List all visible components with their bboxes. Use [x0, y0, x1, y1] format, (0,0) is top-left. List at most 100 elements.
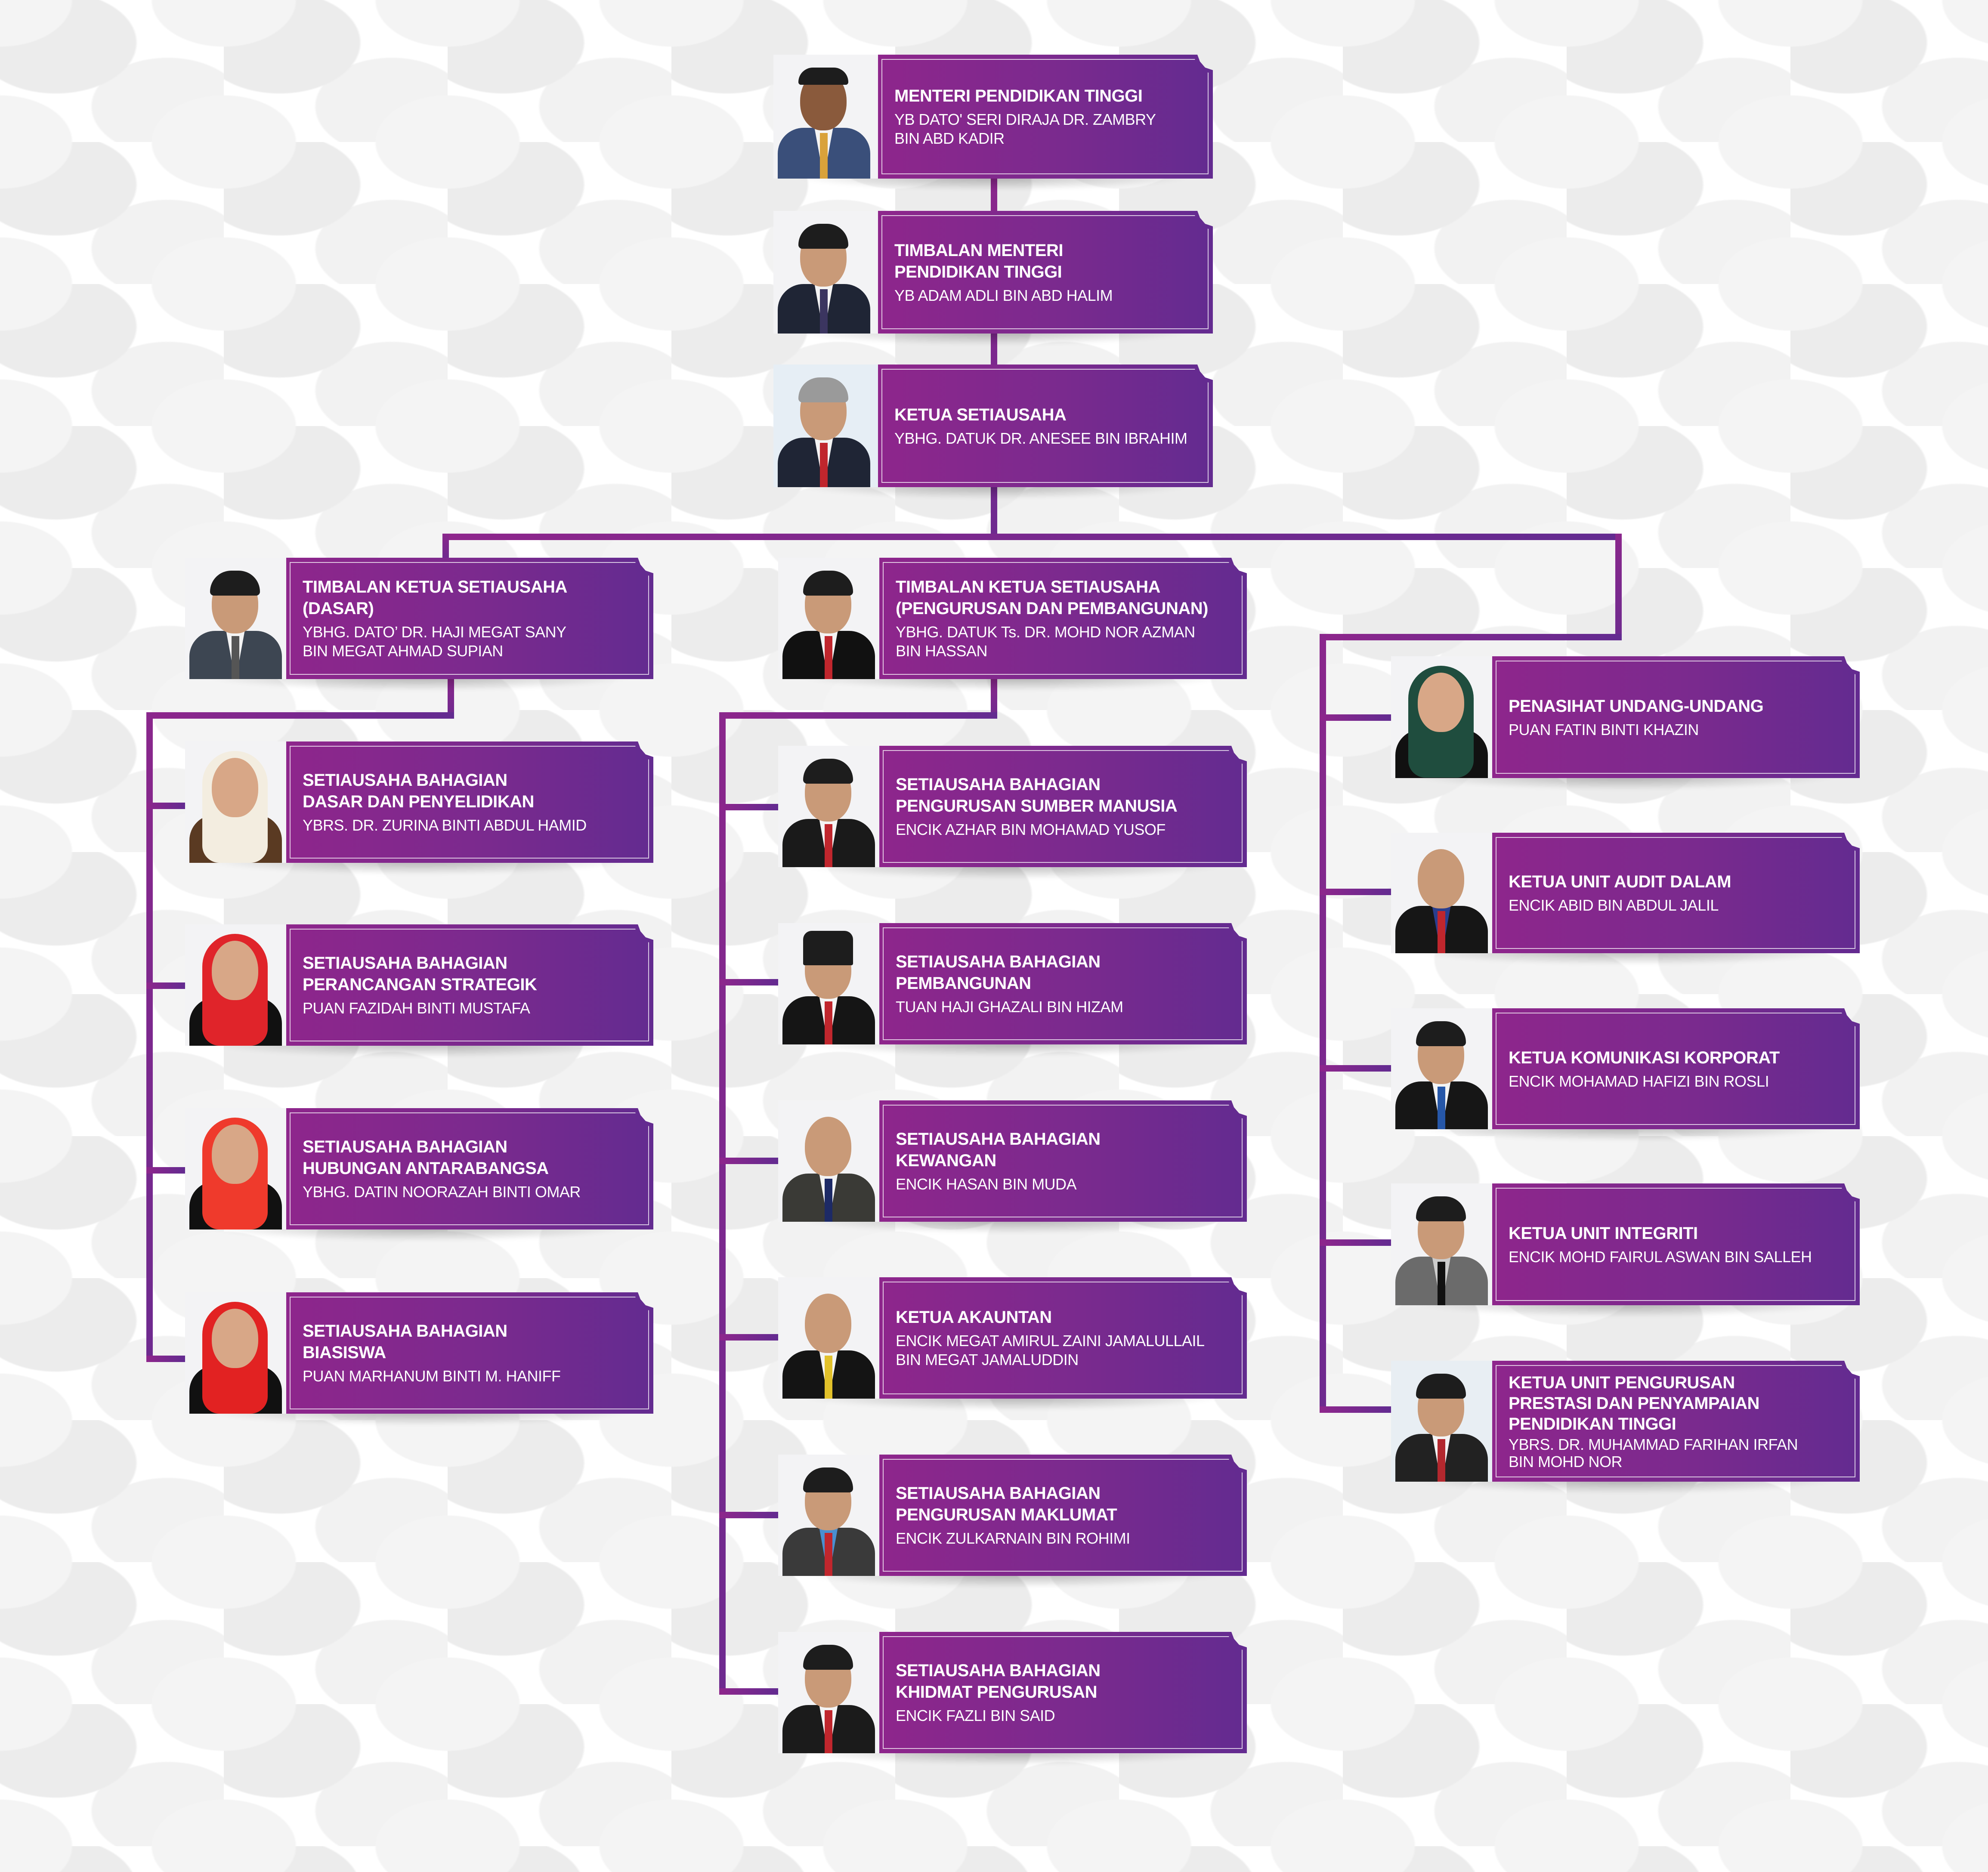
- position-title: KETUA KOMUNIKASI KORPORAT: [1509, 1048, 1780, 1067]
- org-card-middle-6[interactable]: SETIAUSAHA BAHAGIAN KHIDMAT PENGURUSAN E…: [778, 1632, 1247, 1765]
- person-name: ENCIK MEGAT AMIRUL ZAINI JAMALULLAIL BIN…: [896, 1332, 1205, 1368]
- org-card-middle-5[interactable]: SETIAUSAHA BAHAGIAN PENGURUSAN MAKLUMAT …: [778, 1455, 1247, 1588]
- person-name: ENCIK ZULKARNAIN BIN ROHIMI: [896, 1529, 1130, 1547]
- connector-to-right-branch: [1615, 534, 1622, 640]
- portrait-photo: [778, 1100, 879, 1222]
- connector-left-horizontal: [146, 712, 454, 719]
- org-card-box: SETIAUSAHA BAHAGIAN PENGURUSAN SUMBER MA…: [879, 746, 1247, 867]
- portrait-photo: [185, 741, 286, 863]
- portrait-photo: [185, 924, 286, 1046]
- org-card-box: SETIAUSAHA BAHAGIAN DASAR DAN PENYELIDIK…: [286, 741, 653, 863]
- org-card-deputy-minister[interactable]: TIMBALAN MENTERI PENDIDIKAN TINGGI YB AD…: [773, 211, 1213, 346]
- portrait-photo: [778, 558, 879, 679]
- position-title: KETUA UNIT AUDIT DALAM: [1509, 872, 1731, 891]
- connector-middle-stub-3: [719, 1158, 778, 1164]
- portrait-photo: [773, 55, 878, 179]
- org-card-middle-4[interactable]: KETUA AKAUNTAN ENCIK MEGAT AMIRUL ZAINI …: [778, 1277, 1247, 1411]
- connector-left-stub-4: [146, 1356, 185, 1362]
- org-card-box: SETIAUSAHA BAHAGIAN KHIDMAT PENGURUSAN E…: [879, 1632, 1247, 1753]
- portrait-photo: [778, 1455, 879, 1576]
- portrait-photo: [773, 365, 878, 487]
- connector-middle-stub-2: [719, 979, 778, 985]
- connector-right-stub-1: [1320, 714, 1391, 721]
- portrait-photo: [778, 1277, 879, 1399]
- person-name: YBHG. DATO’ DR. HAJI MEGAT SANY BIN MEGA…: [303, 623, 566, 660]
- connector-left-stub-1: [146, 803, 185, 809]
- person-name: ENCIK FAZLI BIN SAID: [896, 1707, 1055, 1724]
- org-card-right-3[interactable]: KETUA KOMUNIKASI KORPORAT ENCIK MOHAMAD …: [1391, 1008, 1860, 1141]
- person-name: ENCIK ABID BIN ABDUL JALIL: [1509, 896, 1719, 914]
- person-name: YBHG. DATIN NOORAZAH BINTI OMAR: [303, 1183, 581, 1201]
- portrait-photo: [778, 923, 879, 1044]
- org-card-right-2[interactable]: KETUA UNIT AUDIT DALAM ENCIK ABID BIN AB…: [1391, 833, 1860, 965]
- portrait-photo: [773, 211, 878, 334]
- connector-middle-trunk: [719, 712, 726, 1695]
- org-card-middle-3[interactable]: SETIAUSAHA BAHAGIAN KEWANGAN ENCIK HASAN…: [778, 1100, 1247, 1234]
- org-card-middle-2[interactable]: SETIAUSAHA BAHAGIAN PEMBANGUNAN TUAN HAJ…: [778, 923, 1247, 1056]
- org-card-secretary-general[interactable]: KETUA SETIAUSAHA YBHG. DATUK DR. ANESEE …: [773, 365, 1213, 499]
- connector-right-trunk: [1320, 634, 1326, 1413]
- connector-to-left-head: [442, 534, 449, 559]
- org-card-box: TIMBALAN KETUA SETIAUSAHA (DASAR) YBHG. …: [286, 558, 653, 679]
- org-card-right-1[interactable]: PENASIHAT UNDANG-UNDANG PUAN FATIN BINTI…: [1391, 656, 1860, 790]
- position-title: SETIAUSAHA BAHAGIAN PERANCANGAN STRATEGI…: [303, 954, 537, 994]
- position-title: TIMBALAN MENTERI PENDIDIKAN TINGGI: [894, 241, 1063, 281]
- org-card-left-3[interactable]: SETIAUSAHA BAHAGIAN HUBUNGAN ANTARABANGS…: [185, 1108, 653, 1242]
- org-card-box: KETUA KOMUNIKASI KORPORAT ENCIK MOHAMAD …: [1492, 1008, 1860, 1129]
- person-name: YBRS. DR. ZURINA BINTI ABDUL HAMID: [303, 816, 587, 834]
- org-card-tksu-pengurusan[interactable]: TIMBALAN KETUA SETIAUSAHA (PENGURUSAN DA…: [778, 558, 1247, 691]
- position-title: SETIAUSAHA BAHAGIAN HUBUNGAN ANTARABANGS…: [303, 1137, 549, 1178]
- portrait-photo: [185, 558, 286, 679]
- org-card-box: KETUA SETIAUSAHA YBHG. DATUK DR. ANESEE …: [878, 365, 1213, 487]
- person-name: PUAN FAZIDAH BINTI MUSTAFA: [303, 999, 530, 1017]
- connector-middle-stub-4: [719, 1334, 778, 1341]
- portrait-photo: [1391, 1361, 1492, 1482]
- connector-left-stub-2: [146, 982, 185, 989]
- person-name: ENCIK HASAN BIN MUDA: [896, 1175, 1077, 1193]
- org-card-box: SETIAUSAHA BAHAGIAN PERANCANGAN STRATEGI…: [286, 924, 653, 1046]
- position-title: SETIAUSAHA BAHAGIAN BIASISWA: [303, 1322, 507, 1362]
- org-card-box: KETUA UNIT AUDIT DALAM ENCIK ABID BIN AB…: [1492, 833, 1860, 953]
- person-name: PUAN MARHANUM BINTI M. HANIFF: [303, 1367, 561, 1385]
- person-name: TUAN HAJI GHAZALI BIN HIZAM: [896, 998, 1123, 1016]
- org-card-box: SETIAUSAHA BAHAGIAN PENGURUSAN MAKLUMAT …: [879, 1455, 1247, 1576]
- org-card-box: SETIAUSAHA BAHAGIAN KEWANGAN ENCIK HASAN…: [879, 1100, 1247, 1222]
- connector-middle-stub-1: [719, 804, 778, 810]
- connector-right-stub-5: [1320, 1406, 1391, 1413]
- org-card-box: MENTERI PENDIDIKAN TINGGI YB DATO' SERI …: [878, 55, 1213, 179]
- org-card-box: TIMBALAN KETUA SETIAUSAHA (PENGURUSAN DA…: [879, 558, 1247, 679]
- portrait-photo: [1391, 833, 1492, 953]
- person-name: ENCIK MOHD FAIRUL ASWAN BIN SALLEH: [1509, 1248, 1812, 1266]
- org-card-left-1[interactable]: SETIAUSAHA BAHAGIAN DASAR DAN PENYELIDIK…: [185, 741, 653, 875]
- position-title: SETIAUSAHA BAHAGIAN DASAR DAN PENYELIDIK…: [303, 771, 534, 811]
- org-card-right-5[interactable]: KETUA UNIT PENGURUSAN PRESTASI DAN PENYA…: [1391, 1361, 1860, 1494]
- position-title: KETUA SETIAUSAHA: [894, 405, 1067, 424]
- org-card-box: SETIAUSAHA BAHAGIAN BIASISWA PUAN MARHAN…: [286, 1292, 653, 1414]
- org-card-right-4[interactable]: KETUA UNIT INTEGRITI ENCIK MOHD FAIRUL A…: [1391, 1183, 1860, 1317]
- org-card-left-4[interactable]: SETIAUSAHA BAHAGIAN BIASISWA PUAN MARHAN…: [185, 1292, 653, 1426]
- connector-right-stub-3: [1320, 1065, 1391, 1072]
- portrait-photo: [1391, 1183, 1492, 1305]
- org-card-box: TIMBALAN MENTERI PENDIDIKAN TINGGI YB AD…: [878, 211, 1213, 334]
- position-title: SETIAUSAHA BAHAGIAN PENGURUSAN SUMBER MA…: [896, 775, 1178, 816]
- position-title: TIMBALAN KETUA SETIAUSAHA (DASAR): [303, 578, 567, 618]
- org-card-box: SETIAUSAHA BAHAGIAN HUBUNGAN ANTARABANGS…: [286, 1108, 653, 1229]
- position-title: SETIAUSAHA BAHAGIAN PEMBANGUNAN: [896, 952, 1101, 993]
- connector-middle-head-down: [991, 679, 997, 718]
- portrait-photo: [1391, 1008, 1492, 1129]
- org-card-minister[interactable]: MENTERI PENDIDIKAN TINGGI YB DATO' SERI …: [773, 55, 1213, 191]
- person-name: ENCIK MOHAMAD HAFIZI BIN ROSLI: [1509, 1072, 1769, 1090]
- position-title: SETIAUSAHA BAHAGIAN PENGURUSAN MAKLUMAT: [896, 1484, 1117, 1524]
- position-title: KETUA UNIT INTEGRITI: [1509, 1223, 1698, 1243]
- person-name: YBRS. DR. MUHAMMAD FARIHAN IRFAN BIN MOH…: [1509, 1435, 1798, 1470]
- person-name: PUAN FATIN BINTI KHAZIN: [1509, 720, 1699, 738]
- person-name: ENCIK AZHAR BIN MOHAMAD YUSOF: [896, 821, 1166, 838]
- connector-left-head-down: [448, 679, 454, 718]
- org-card-box: SETIAUSAHA BAHAGIAN PEMBANGUNAN TUAN HAJ…: [879, 923, 1247, 1044]
- connector-right-horizontal: [1320, 634, 1622, 640]
- connector-main-horizontal: [442, 534, 1622, 540]
- position-title: TIMBALAN KETUA SETIAUSAHA (PENGURUSAN DA…: [896, 578, 1208, 618]
- org-card-tksu-dasar[interactable]: TIMBALAN KETUA SETIAUSAHA (DASAR) YBHG. …: [185, 558, 653, 691]
- org-card-left-2[interactable]: SETIAUSAHA BAHAGIAN PERANCANGAN STRATEGI…: [185, 924, 653, 1058]
- org-card-middle-1[interactable]: SETIAUSAHA BAHAGIAN PENGURUSAN SUMBER MA…: [778, 746, 1247, 879]
